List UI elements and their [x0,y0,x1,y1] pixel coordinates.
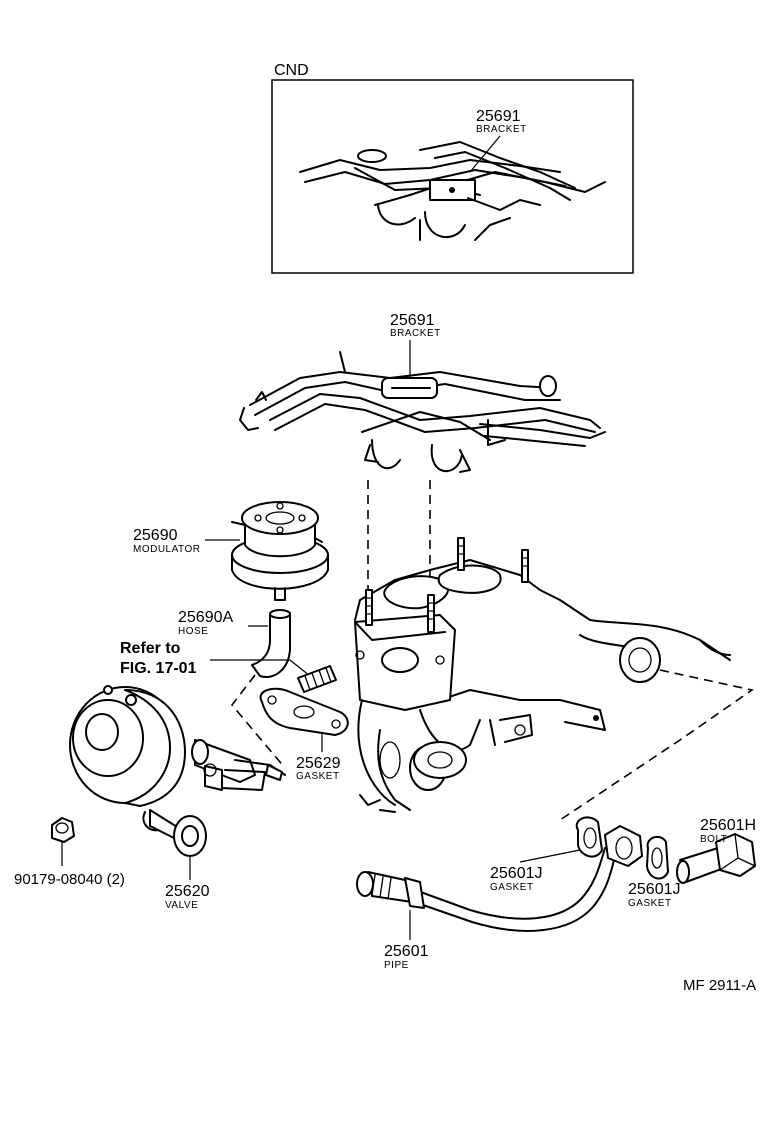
inset-bracket-drawing [299,141,606,241]
reference-line-1: Refer to [120,640,181,657]
modulator-callout: 25690 MODULATOR [133,527,240,555]
hose-callout: 25690A HOSE [178,609,268,637]
gasket-25629-part-name: GASKET [296,771,340,782]
valve-drawing [69,685,286,857]
reference-leader-line [210,659,316,681]
gasket-25601j-a-part-number: 25601J [490,865,543,882]
inset-part-number: 25691 [476,108,521,125]
manifold-drawing [354,537,731,813]
reference-line-2: FIG. 17-01 [120,660,197,677]
gasket-25601j-b-part-name: GASKET [628,898,672,909]
bolt-drawing [676,833,756,884]
hose-part-number: 25690A [178,609,233,626]
inset-panel: CND 25691 BRACKET [271,62,634,274]
pipe-drawing [356,825,643,932]
valve-part-name: VALVE [165,900,198,911]
reference-note: Refer to FIG. 17-01 [120,640,316,681]
pipe-callout: 25601 PIPE [384,910,429,971]
inset-title: CND [274,62,309,79]
nut-callout: 90179-08040 (2) [14,842,125,888]
modulator-drawing [231,501,329,601]
gasket-25601j-b-part-number: 25601J [628,881,681,898]
gasket-25601j-b-drawing [646,835,669,880]
gasket-25601j-a-callout: 25601J GASKET [490,849,581,893]
bracket-part-number: 25691 [390,312,435,329]
bracket-callout: 25691 BRACKET [390,312,441,378]
modulator-part-name: MODULATOR [133,544,200,555]
gasket-25629-drawing [259,687,349,736]
valve-part-number: 25620 [165,883,210,900]
gasket-25601j-a-drawing [575,816,603,858]
inset-frame [271,79,634,274]
nut-part-number: 90179-08040 (2) [14,871,125,888]
figure-code: MF 2911-A [683,977,756,994]
inset-leader-line [469,135,501,173]
bracket-part-name: BRACKET [390,328,441,339]
bolt-part-number: 25601H [700,817,756,834]
hose-route-dash [230,674,286,769]
hose-drawing [251,609,291,678]
gasket-25601j-a-leader-line [519,849,581,863]
stud-drawing [297,665,337,693]
gasket-25629-callout: 25629 GASKET [296,733,341,782]
inset-part-name: BRACKET [476,124,527,135]
nut-drawing [51,817,75,843]
bolt-part-name: BOLT [700,834,727,845]
pipe-part-name: PIPE [384,960,409,971]
gasket-25629-part-number: 25629 [296,755,341,772]
valve-callout: 25620 VALVE [165,856,210,911]
bolt-callout: 25601H BOLT [700,817,756,845]
bracket-drawing [239,351,606,473]
gasket-25601j-b-callout: 25601J GASKET [628,881,681,909]
hose-part-name: HOSE [178,626,208,637]
pipe-route-dash [559,669,754,821]
gasket-25601j-a-part-name: GASKET [490,882,534,893]
modulator-part-number: 25690 [133,527,178,544]
pipe-part-number: 25601 [384,943,429,960]
